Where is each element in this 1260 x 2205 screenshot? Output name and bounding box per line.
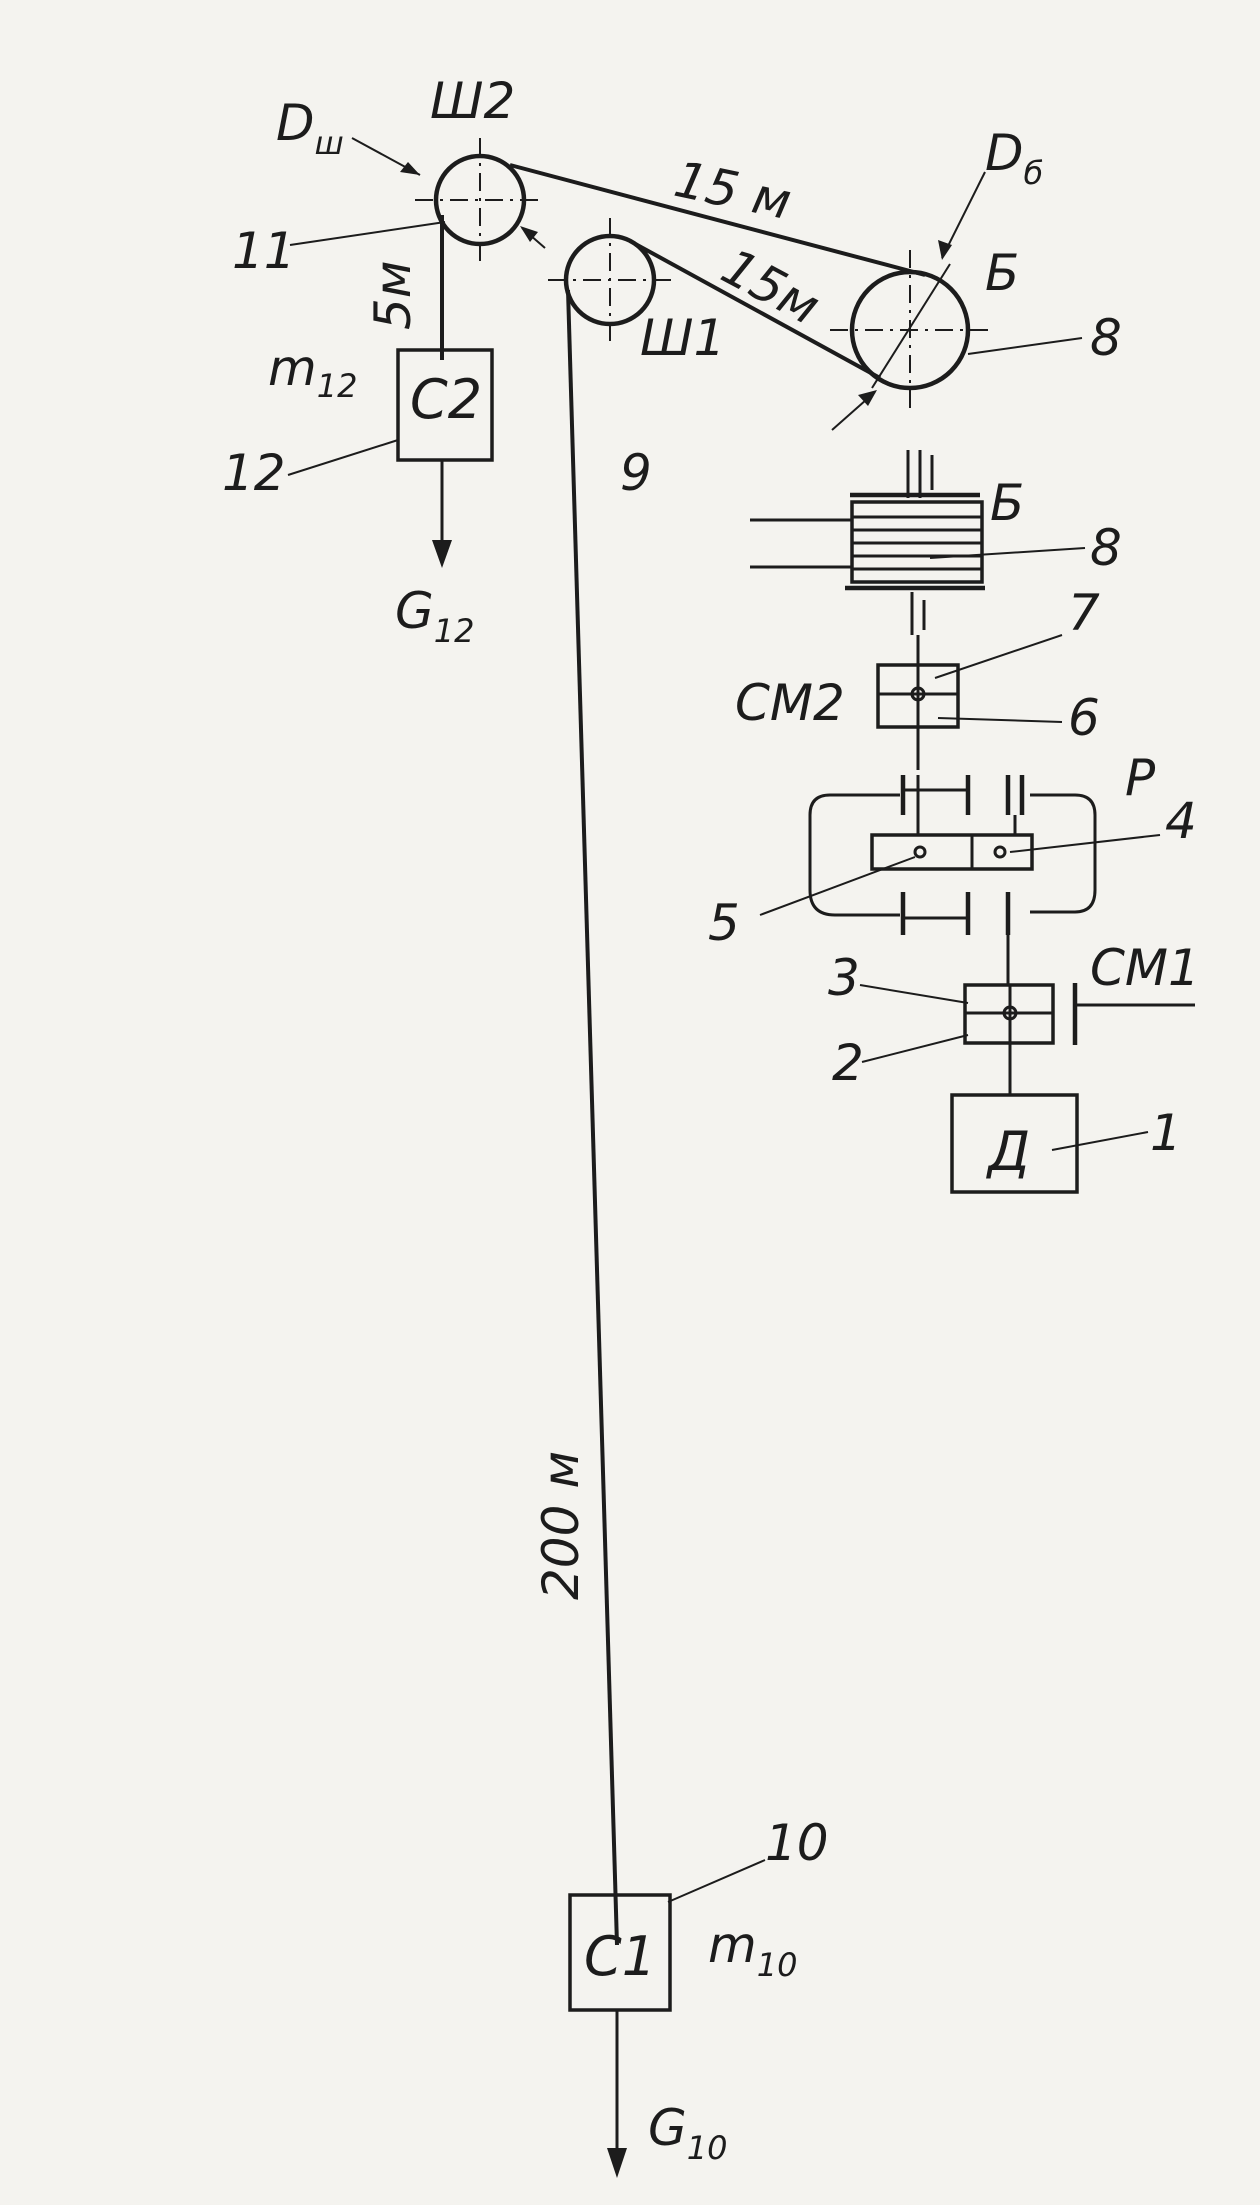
label-len-top: 15 м [670, 150, 797, 231]
cargo-c1 [568, 1893, 672, 2178]
label-cm2: СМ2 [735, 674, 845, 732]
gearbox-p [808, 775, 1097, 985]
g10-arrow [607, 2148, 627, 2178]
drum-8-side-view [750, 450, 985, 668]
label-d-sh: Dш [276, 94, 344, 162]
drum-8-front-view [830, 250, 990, 412]
rope-200m [566, 289, 619, 1946]
label-200m: 200 м [532, 1451, 590, 1600]
label-b-bottom: Б [990, 474, 1024, 532]
label-sh1: Ш1 [640, 309, 725, 367]
label-9: 9 [620, 444, 652, 502]
rope-top-15m [509, 163, 926, 277]
label-g12: G12 [395, 582, 474, 650]
label-d-b: Dб [985, 124, 1043, 192]
leader-lines [287, 137, 1161, 1903]
labels: Dш Ш2 15 м 15м Dб Б 11 5м Ш1 8 m12 С2 12… [222, 72, 1200, 2167]
label-g10: G10 [648, 2099, 727, 2167]
label-len-mid: 15м [712, 237, 829, 336]
cargo-c2 [396, 348, 494, 568]
g12-arrow [432, 540, 452, 568]
pulley-sh2 [415, 138, 545, 268]
label-10: 10 [765, 1814, 829, 1872]
label-11: 11 [232, 222, 296, 280]
label-1: 1 [1150, 1104, 1182, 1162]
label-5: 5 [708, 894, 740, 952]
label-6: 6 [1068, 689, 1100, 747]
label-7: 7 [1068, 584, 1100, 642]
label-m10: m10 [708, 1916, 797, 1984]
label-c1: С1 [584, 1925, 656, 1988]
motor-d [950, 1093, 1079, 1194]
label-2: 2 [832, 1034, 864, 1092]
label-5m: 5м [364, 260, 422, 330]
label-12: 12 [222, 444, 286, 502]
label-m12: m12 [268, 339, 357, 405]
label-8-bottom: 8 [1090, 519, 1122, 577]
label-motor-d: Д [986, 1120, 1030, 1183]
rope-system [440, 163, 926, 1946]
coupling-cm2 [876, 663, 960, 770]
label-4: 4 [1165, 792, 1197, 850]
label-8-top: 8 [1090, 309, 1122, 367]
coupling-cm1 [963, 983, 1195, 1095]
rope-mid-15m [629, 239, 881, 380]
label-3: 3 [828, 949, 860, 1007]
label-cm1: СМ1 [1090, 939, 1200, 997]
label-p: Р [1125, 749, 1156, 807]
label-c2: С2 [410, 368, 482, 431]
label-b-top: Б [985, 244, 1019, 302]
label-sh2: Ш2 [430, 72, 515, 130]
pulley-sh1 [548, 218, 672, 342]
